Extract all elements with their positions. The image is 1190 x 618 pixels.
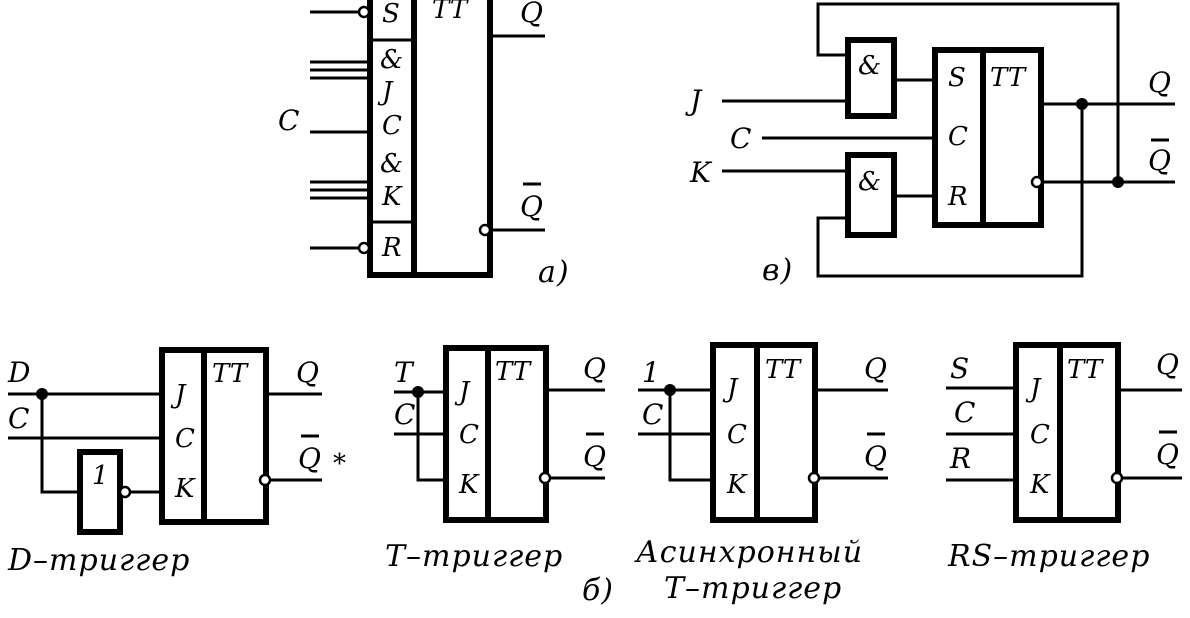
d-tt-label: TT xyxy=(212,359,249,389)
rs-input-s: S xyxy=(950,352,969,385)
t-pin-k: K xyxy=(458,470,480,500)
v-caption: в) xyxy=(762,253,793,288)
a-pin-k: K xyxy=(381,182,403,212)
d-not-label: 1 xyxy=(92,461,109,491)
at-out-q: Q xyxy=(864,352,887,385)
v-pin-r: R xyxy=(947,182,968,212)
d-pin-k: K xyxy=(174,474,196,504)
v-feedback-qbar xyxy=(816,2,1120,182)
d-caption: D–триггер xyxy=(7,543,190,578)
a-pin-and-1: & xyxy=(380,45,403,75)
t-input-c: C xyxy=(394,398,415,431)
a-caption: а) xyxy=(538,255,570,290)
at-caption-line1: Асинхронный xyxy=(634,535,863,570)
t-flipflop-right-block xyxy=(485,345,549,523)
v-inversion-bubble xyxy=(1030,175,1044,189)
d-input-c: C xyxy=(8,402,29,435)
diagram-a: S & J C & K R TT C Q Q а) xyxy=(278,0,570,290)
rs-out-qbar: Q xyxy=(1156,438,1179,471)
v-input-c: C xyxy=(730,122,751,155)
d-input-d: D xyxy=(7,356,30,389)
t-out-q: Q xyxy=(583,352,606,385)
d-pin-j: J xyxy=(170,380,187,410)
d-flipflop-right-block xyxy=(201,347,269,525)
v-and-label: & xyxy=(858,167,881,197)
d-out-q: Q xyxy=(296,356,319,389)
v-input-j: J xyxy=(685,84,703,117)
rs-trigger: J C K TT S C R Q Q RS–триггер xyxy=(946,342,1182,574)
t-wire-k xyxy=(416,392,446,482)
rs-input-c: C xyxy=(954,396,975,429)
rs-caption: RS–триггер xyxy=(947,539,1150,574)
t-inversion-bubble xyxy=(538,471,552,485)
a-inversion-bubble xyxy=(357,241,371,255)
rs-input-r: R xyxy=(949,442,971,475)
t-caption: T–триггер xyxy=(385,539,563,574)
d-inversion-bubble xyxy=(118,485,132,499)
a-inversion-bubble xyxy=(357,5,371,19)
d-pin-c: C xyxy=(175,424,195,454)
at-tt-label: TT xyxy=(765,355,802,385)
rs-pin-c: C xyxy=(1030,420,1050,450)
at-flipflop-right-block xyxy=(754,342,818,523)
v-out-qbar: Q xyxy=(1148,144,1171,177)
a-out-qbar: Q xyxy=(520,190,543,223)
t-pin-j: J xyxy=(454,377,471,407)
d-trigger: J C K TT D C 1 Q Q * D–триггер xyxy=(7,347,346,578)
t-input-t: T xyxy=(394,356,415,389)
v-flipflop-right-block xyxy=(980,47,1044,228)
async-t-trigger: J C K TT 1 C Q Q Асинхронный T–триггер xyxy=(634,342,888,606)
at-pin-k: K xyxy=(726,470,748,500)
d-wire-to-not xyxy=(40,394,80,494)
rs-inversion-bubble xyxy=(1110,471,1124,485)
a-pin-s: S xyxy=(382,0,400,29)
d-inversion-bubble xyxy=(258,473,272,487)
t-tt-label: TT xyxy=(495,357,532,387)
a-tt-label: TT xyxy=(432,0,469,25)
rs-flipflop-right-block xyxy=(1057,342,1121,523)
at-caption-line2: T–триггер xyxy=(664,571,842,606)
d-mark: * xyxy=(333,449,346,479)
v-pin-s: S xyxy=(948,63,966,93)
v-junction-dot xyxy=(1112,176,1124,188)
rs-pin-j: J xyxy=(1025,374,1042,404)
v-pin-c: C xyxy=(948,122,968,152)
d-out-qbar: Q xyxy=(298,442,321,475)
at-pin-c: C xyxy=(727,420,747,450)
v-input-k: K xyxy=(689,156,713,189)
at-input-1: 1 xyxy=(642,356,660,389)
a-pin-c: C xyxy=(382,111,402,141)
t-pin-c: C xyxy=(459,420,479,450)
a-input-c: C xyxy=(278,104,299,137)
v-and-label: & xyxy=(858,51,881,81)
v-out-q: Q xyxy=(1148,66,1171,99)
at-out-qbar: Q xyxy=(864,440,887,473)
v-feedback-q xyxy=(816,104,1084,278)
v-junction-dot xyxy=(1076,98,1088,110)
rs-pin-k: K xyxy=(1029,470,1051,500)
diagram-v: & & S C R TT J C K Q Q в) xyxy=(685,2,1175,288)
a-inversion-bubble xyxy=(478,223,492,237)
t-out-qbar: Q xyxy=(583,440,606,473)
a-pin-and-2: & xyxy=(380,149,403,179)
at-input-c: C xyxy=(642,398,663,431)
a-pin-j: J xyxy=(377,77,394,107)
t-trigger: J C K TT T C Q Q T–триггер xyxy=(385,345,606,574)
b-caption: б) xyxy=(582,573,614,608)
at-pin-j: J xyxy=(722,374,739,404)
a-pin-r: R xyxy=(381,233,402,263)
rs-out-q: Q xyxy=(1156,348,1179,381)
v-and-gate-top xyxy=(845,37,897,119)
a-out-q: Q xyxy=(520,0,543,29)
a-flipflop-right-block xyxy=(411,0,493,278)
at-inversion-bubble xyxy=(807,471,821,485)
rs-tt-label: TT xyxy=(1067,355,1104,385)
at-wire-k xyxy=(668,390,713,482)
v-tt-label: TT xyxy=(990,63,1027,93)
